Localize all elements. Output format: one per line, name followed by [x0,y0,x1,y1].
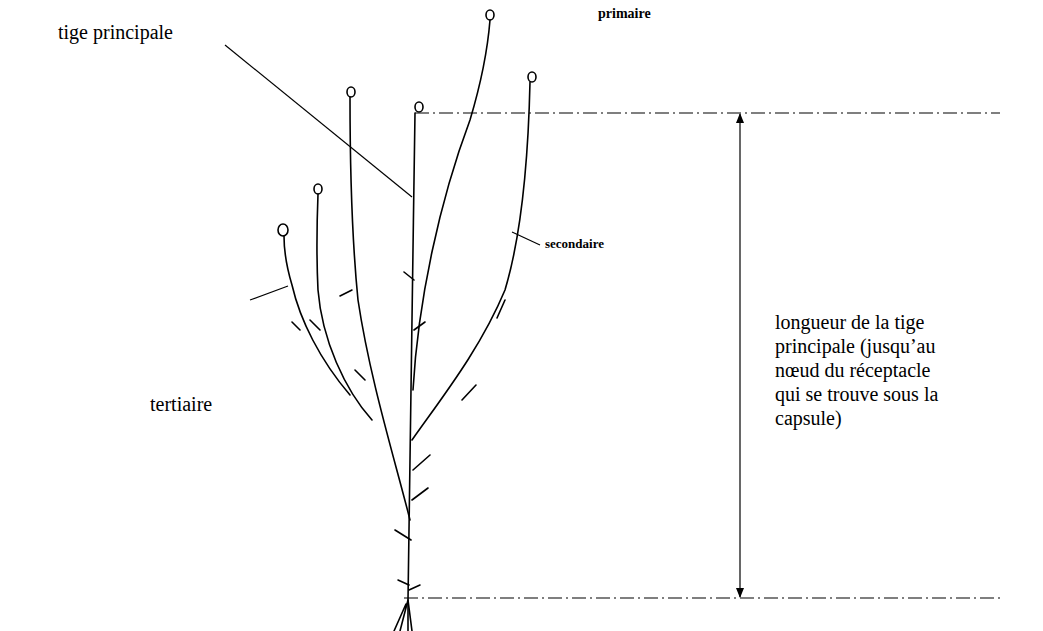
capsule [278,10,536,236]
leader-line [250,286,288,300]
dimension-arrow [739,114,740,597]
primary-branch [413,20,490,390]
leader-line [512,232,540,245]
reference-line [404,113,1000,598]
part-name: tige principale [58,20,173,44]
part-name: secondaire [545,236,604,252]
leaf [292,272,505,590]
dimension-label: longueur de la tige principale (jusqu’au… [775,310,950,430]
part-name: primaire [598,6,651,23]
left-branch [350,97,410,520]
tertiary-branch [284,236,350,395]
leader-line [225,45,412,197]
secondary-branch [412,82,530,440]
part-name: tertiaire [150,392,212,416]
root [394,600,412,631]
tertiary-branch [317,194,372,420]
